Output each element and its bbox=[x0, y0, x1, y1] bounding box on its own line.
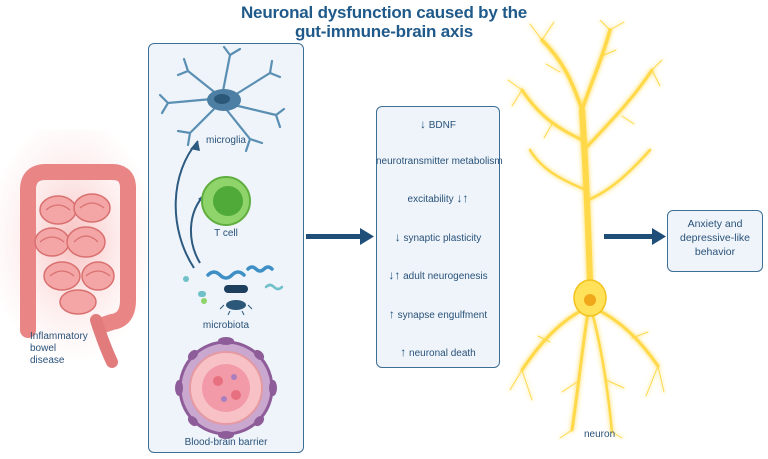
outcome-label: Anxiety and depressive-like behavior bbox=[679, 218, 751, 258]
small-intestine bbox=[34, 193, 115, 315]
effect-synaptic-plasticity: ↓ synaptic plasticity bbox=[376, 231, 500, 245]
effect-synapse-engulfment: ↑ synapse engulfment bbox=[376, 308, 500, 322]
effect-neuronal-death: ↑ neuronal death bbox=[376, 346, 500, 360]
effect-text: synapse engulfment bbox=[397, 310, 488, 321]
effect-arrow: ↓ bbox=[394, 230, 401, 244]
arrow-to-outcome bbox=[604, 228, 666, 245]
effect-text: synaptic plasticity bbox=[403, 233, 482, 244]
effect-bdnf: ↓ BDNF bbox=[376, 118, 500, 132]
rectum bbox=[90, 314, 118, 368]
title-line-1: Neuronal dysfunction caused by the bbox=[240, 3, 528, 22]
neuron-nucleus bbox=[584, 294, 596, 306]
effect-text: BDNF bbox=[428, 120, 456, 131]
microbiota-label: microbiota bbox=[202, 320, 250, 331]
colon bbox=[20, 164, 136, 338]
neuron-label: neuron bbox=[584, 429, 616, 440]
effect-arrow: ↑ bbox=[400, 345, 407, 359]
immune-components-illustration bbox=[158, 45, 286, 439]
effect-arrow: ↓↑ bbox=[388, 268, 401, 282]
arrow-to-microglia bbox=[174, 140, 199, 269]
arrow-to-effects bbox=[306, 228, 374, 245]
microglia-label: microglia bbox=[205, 135, 246, 146]
title-line-2: gut-immune-brain axis bbox=[294, 22, 474, 41]
neuronal-effects-panel bbox=[376, 106, 500, 368]
effect-arrow: ↑ bbox=[388, 307, 395, 321]
effect-text: adult neurogenesis bbox=[403, 271, 488, 282]
effect-text: excitability bbox=[407, 194, 454, 205]
tcell-label: T cell bbox=[214, 228, 238, 239]
gut-illustration bbox=[0, 130, 148, 368]
effect-excitability: excitability ↓↑ bbox=[376, 192, 500, 206]
neuron-dendrites bbox=[507, 20, 665, 439]
microbiota-group bbox=[183, 265, 284, 316]
effect-neurogenesis: ↓↑ adult neurogenesis bbox=[376, 269, 500, 283]
bbb-label: Blood-brain barrier bbox=[184, 437, 268, 448]
behavioral-outcome-box bbox=[667, 210, 763, 272]
effect-text: neurotransmitter metabolism bbox=[376, 156, 503, 167]
effect-neurotransmitter: neurotransmitter metabolism bbox=[376, 154, 503, 168]
diagram-title: Neuronal dysfunction caused by the gut-i… bbox=[0, 3, 768, 41]
effect-text: neuronal death bbox=[409, 348, 476, 359]
blood-brain-barrier-vessel bbox=[175, 337, 277, 439]
neuron-illustration bbox=[507, 20, 665, 439]
effect-arrow: ↓↑ bbox=[456, 191, 469, 205]
effect-arrow: ↓ bbox=[419, 117, 426, 131]
ibd-label: Inflammatory bowel disease bbox=[30, 331, 88, 366]
microglia-cell bbox=[158, 45, 286, 153]
